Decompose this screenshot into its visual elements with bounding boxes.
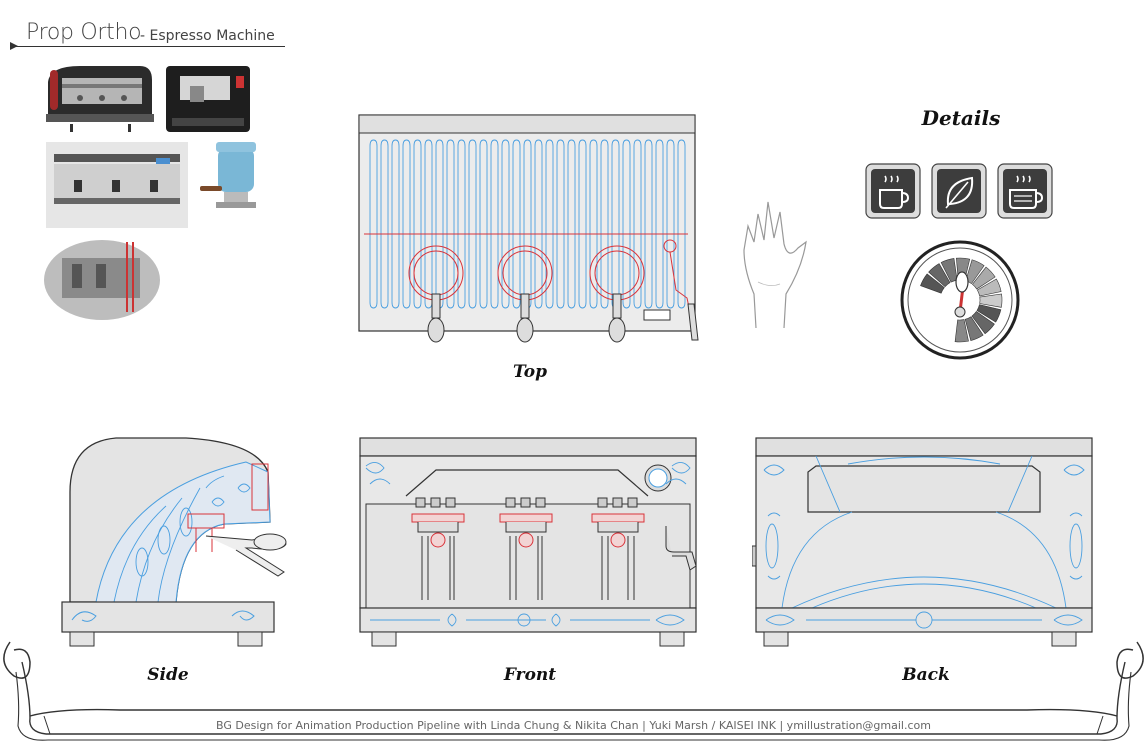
- label-details: Details: [921, 106, 1001, 130]
- label-side-view: Side: [147, 665, 189, 685]
- reference-photo-1: [46, 66, 154, 132]
- reference-photo-4: [200, 142, 256, 208]
- side-view-drawing: [61, 437, 287, 647]
- dial-segments: [920, 257, 1003, 343]
- title-text: Prop Ortho: [26, 20, 142, 45]
- subtitle-text: - Espresso Machine: [140, 28, 275, 44]
- title-underline: [10, 46, 285, 47]
- footer-scroll-frame: [3, 641, 1144, 741]
- coffee-cup-icon: [865, 163, 921, 219]
- label-top-view: Top: [513, 362, 547, 382]
- hand-scale-reference: [743, 201, 807, 329]
- front-view-drawing: [359, 437, 697, 647]
- page-title: Prop Ortho - Espresso Machine: [10, 18, 285, 52]
- tea-cup-icon: [997, 163, 1053, 219]
- title-arrow: [10, 42, 18, 50]
- reference-photo-5: [44, 240, 160, 320]
- label-back-view: Back: [902, 665, 950, 685]
- footer-credits: BG Design for Animation Production Pipel…: [216, 719, 931, 732]
- reference-photo-2: [166, 66, 250, 132]
- details-icons: [865, 163, 1053, 219]
- reference-photo-3: [46, 142, 188, 228]
- top-grille: [369, 139, 686, 309]
- leaf-icon: [931, 163, 987, 219]
- top-view-drawing: [358, 114, 699, 343]
- reference-photos: [44, 66, 256, 320]
- pressure-dial-icon: [900, 240, 1020, 360]
- label-front-view: Front: [503, 665, 557, 685]
- back-view-drawing: [752, 437, 1093, 647]
